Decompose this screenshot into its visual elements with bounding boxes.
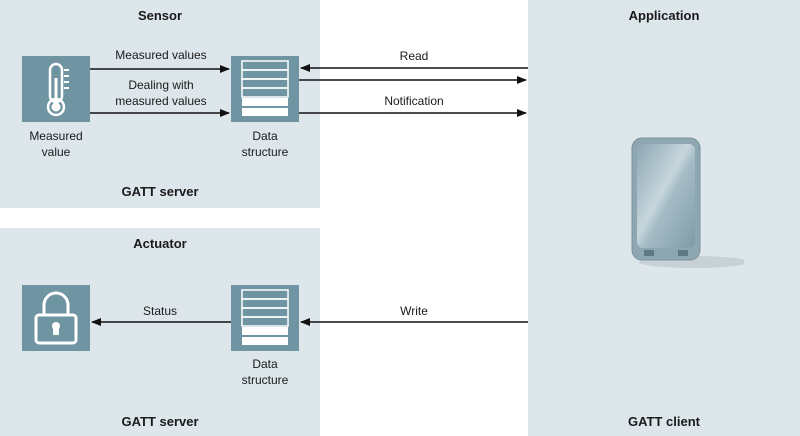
lock-tile (22, 285, 90, 351)
application-footer: GATT client (628, 414, 700, 429)
sensor-title: Sensor (137, 8, 183, 23)
status-label: Status (142, 304, 178, 318)
data-structure-icon (241, 289, 289, 345)
smartphone-icon (631, 137, 744, 268)
measured-value-label: Measured value (29, 129, 83, 159)
application-panel: Application GATT client (528, 0, 800, 436)
sensor-footer: GATT server (121, 184, 199, 199)
thermometer-tile (22, 56, 90, 122)
lock-icon (34, 291, 78, 345)
sensor-data-structure-label: Data structure (241, 129, 289, 159)
write-label: Write (400, 304, 428, 318)
application-title: Application (628, 8, 700, 23)
sensor-data-structure-tile (231, 56, 299, 122)
actuator-data-structure-label: Data structure (241, 357, 289, 387)
thermometer-icon (46, 62, 69, 117)
data-structure-icon (241, 60, 289, 116)
dealing-label: Dealing with measured values (115, 78, 207, 108)
measured-values-label: Measured values (115, 48, 207, 62)
notification-label: Notification (384, 94, 444, 108)
actuator-footer: GATT server (121, 414, 199, 429)
read-label: Read (399, 49, 429, 63)
actuator-data-structure-tile (231, 285, 299, 351)
actuator-title: Actuator (133, 236, 187, 251)
